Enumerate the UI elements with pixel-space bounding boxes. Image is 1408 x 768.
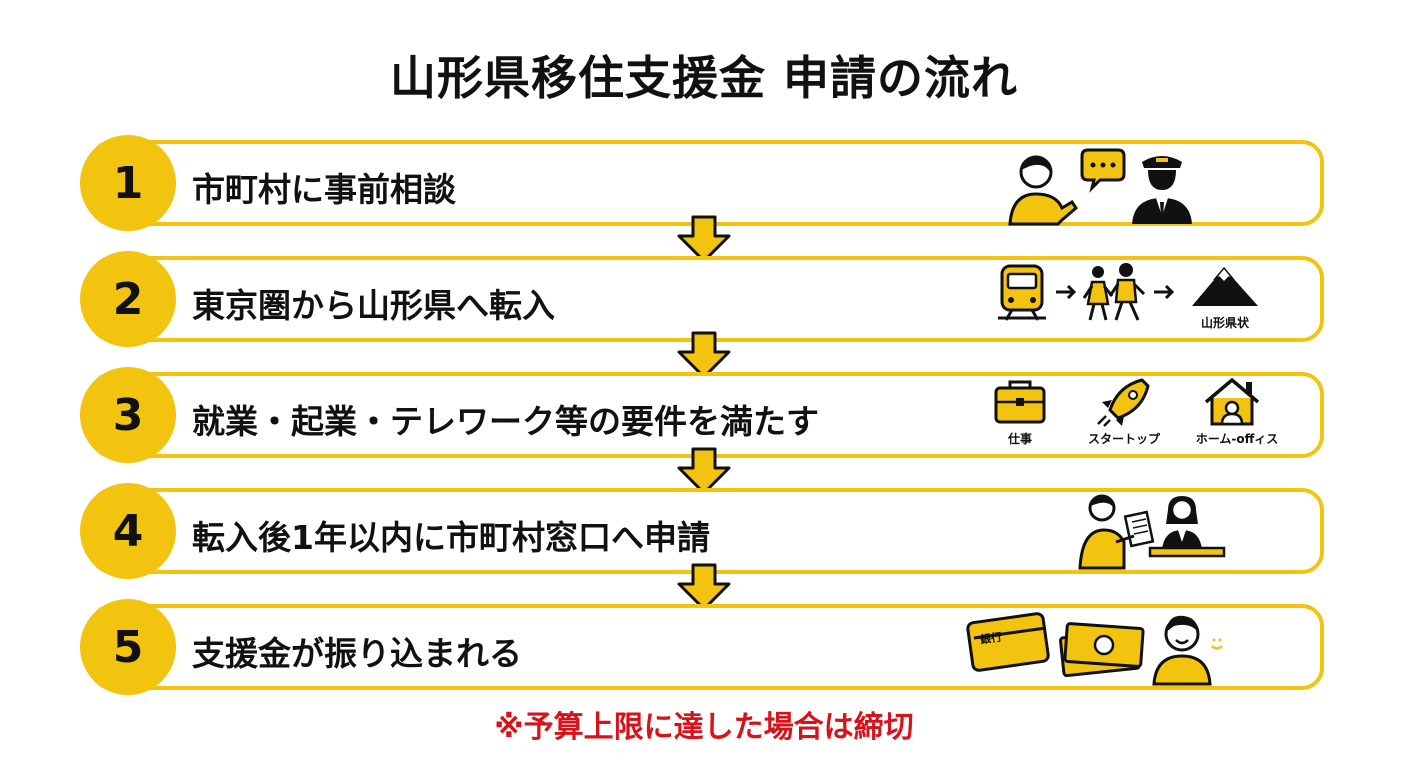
arrow-down-icon [677, 331, 731, 379]
step-label-1: 市町村に事前相談 [192, 170, 456, 209]
step-label-3: 就業・起業・テレワーク等の要件を満たす [192, 402, 819, 441]
counter-clerk-icon [1148, 496, 1226, 558]
mountain-icon [1192, 266, 1258, 306]
icon-caption-home-office: ホーム-offィス [1195, 432, 1279, 446]
icon-caption-job: 仕事 [1007, 432, 1032, 446]
rocket-icon [1097, 378, 1150, 427]
step-label-5: 支援金が振り込まれる [192, 634, 522, 673]
arrow-right-icon [1154, 284, 1175, 300]
smiling-person-icon [1152, 615, 1223, 686]
arrow-down-icon [677, 447, 731, 495]
briefcase-icon [994, 380, 1046, 424]
arrow-down-icon [677, 563, 731, 611]
step-number-2: 2 [80, 251, 176, 347]
step-number-4: 4 [80, 483, 176, 579]
speech-bubble-icon [1080, 148, 1126, 193]
applicant-with-document-icon [1078, 494, 1155, 570]
step-label-2: 東京圏から山形県へ転入 [192, 286, 555, 325]
step-number-5: 5 [80, 599, 176, 695]
deadline-note: ※予算上限に達した場合は締切 [494, 710, 914, 745]
bank-card-icon [966, 612, 1050, 672]
step-box-4 [90, 488, 1324, 574]
train-icon [998, 264, 1046, 321]
home-office-icon [1204, 377, 1260, 426]
page-title: 山形県移住支援金 申請の流れ [389, 51, 1018, 105]
step3-icons: 仕事 スタートップ ホーム-offィス [992, 376, 1298, 456]
walking-family-icon [1082, 263, 1146, 321]
official-icon [1132, 156, 1192, 224]
step-label-4: 転入後1年以内に市町村窓口へ申請 [192, 518, 710, 557]
step1-icons [1000, 146, 1200, 226]
step-number-1: 1 [80, 135, 176, 231]
banknote-icon [1059, 622, 1145, 678]
step5-icons: 銀行 [962, 604, 1232, 686]
step2-icons: 山形県状 [994, 262, 1284, 338]
icon-caption-startup: スタートップ [1087, 432, 1160, 446]
arrow-down-icon [677, 215, 731, 263]
consulting-person-icon [1008, 155, 1078, 226]
step-number-3: 3 [80, 367, 176, 463]
step4-icons [1076, 490, 1226, 570]
icon-caption-prefecture: 山形県状 [1200, 316, 1249, 330]
arrow-right-icon [1056, 284, 1077, 300]
